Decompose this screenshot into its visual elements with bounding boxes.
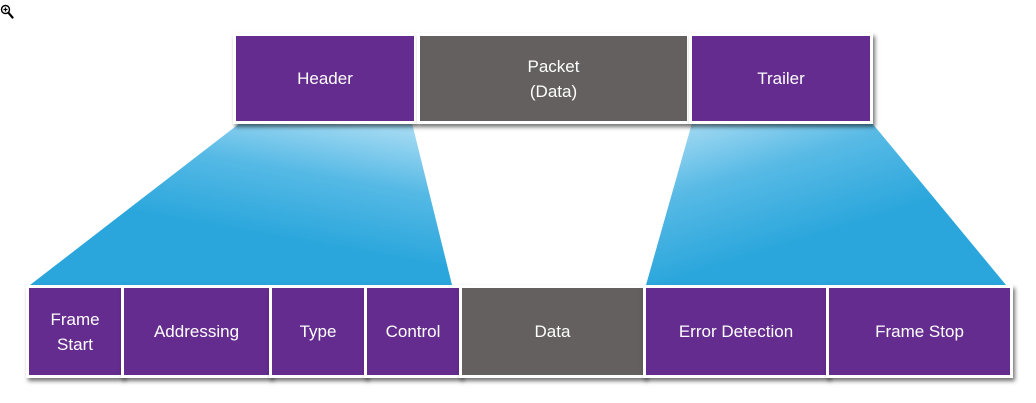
header-expansion-funnel — [30, 123, 452, 285]
trailer-label: Trailer — [757, 69, 805, 88]
zoom-icon[interactable] — [0, 4, 14, 20]
trailer-expansion-funnel — [646, 123, 1006, 285]
frame-stop-block: Frame Stop — [826, 285, 1013, 378]
data-label: Data — [534, 322, 571, 341]
data-block: Data — [459, 285, 646, 378]
control-label: Control — [385, 322, 441, 341]
type-label: Type — [299, 322, 337, 341]
header-block: Header — [233, 33, 417, 124]
error-detection-block: Error Detection — [643, 285, 829, 378]
frame-start-block: Frame Start — [26, 285, 124, 378]
control-block: Control — [364, 285, 462, 378]
trailer-block: Trailer — [689, 33, 873, 124]
header-label: Header — [297, 69, 353, 88]
packet-label: Packet (Data) — [527, 56, 580, 101]
packet-data-block: Packet (Data) — [417, 33, 690, 124]
addressing-block: Addressing — [121, 285, 272, 378]
error-detection-label: Error Detection — [678, 322, 794, 341]
addressing-label: Addressing — [153, 322, 240, 341]
frame-start-label: Frame Start — [50, 309, 100, 354]
frame-stop-label: Frame Stop — [875, 322, 964, 341]
type-block: Type — [269, 285, 367, 378]
